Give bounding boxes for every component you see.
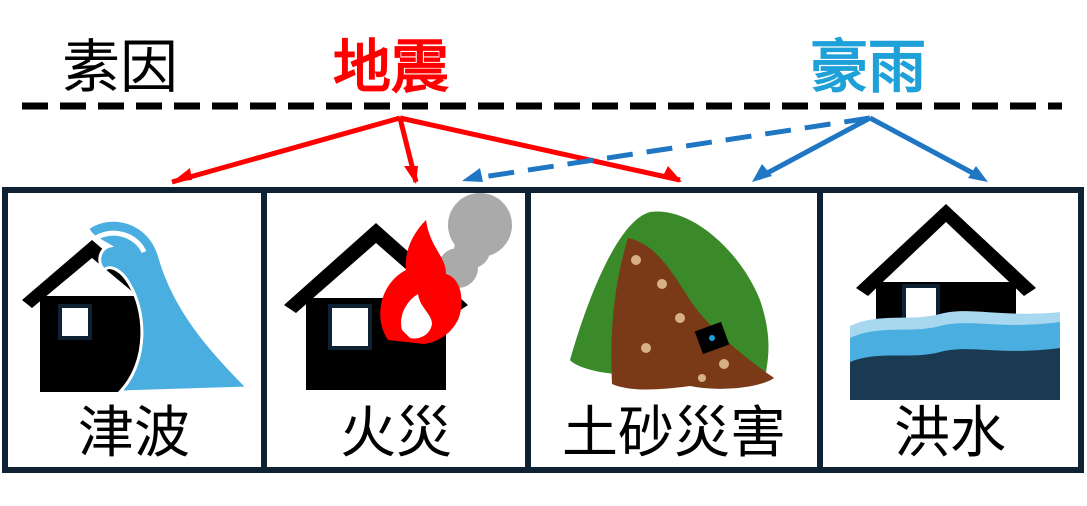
rain-arrows [462, 115, 988, 182]
panel-label-fire: 火災 [340, 401, 452, 466]
tsunami-house-icon [22, 218, 252, 394]
panel-label-flood: 洪水 [894, 401, 1006, 466]
rain-label: 豪雨 [810, 33, 927, 101]
arrow-quake-to-tsunami [171, 115, 401, 185]
arrow-rain-to-landslide [756, 115, 872, 181]
panel-frame-flood [817, 187, 1084, 473]
earthquake-arrows [171, 115, 682, 185]
arrow-quake-to-landslide [399, 115, 681, 183]
landslide-icon [570, 211, 774, 390]
arrow-rain-to-fire-dashed [475, 115, 871, 181]
factor-label: 素因 [62, 33, 179, 101]
flooded-house-icon [850, 204, 1060, 400]
earthquake-label: 地震 [333, 33, 450, 101]
panel-label-landslide: 土砂災害 [562, 401, 786, 466]
arrow-rain-to-flood [868, 115, 984, 181]
burning-house-icon [284, 193, 512, 390]
panel-frames [2, 187, 1084, 473]
panel-label-tsunami: 津波 [78, 401, 190, 466]
